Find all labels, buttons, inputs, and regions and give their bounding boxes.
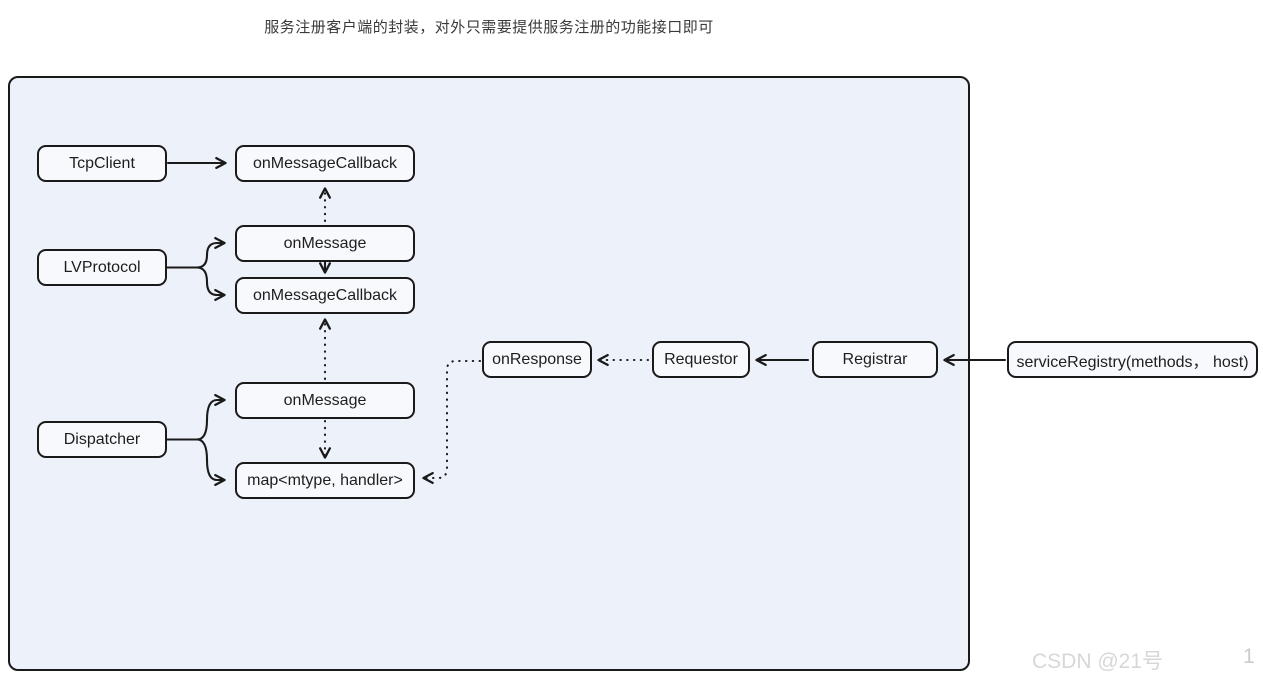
node-label: onMessageCallback (252, 154, 398, 172)
node-requestor: Requestor (652, 341, 750, 378)
node-label: onMessageCallback (252, 286, 398, 304)
node-label: map<mtype, handler> (247, 471, 403, 489)
node-label: onMessage (283, 234, 367, 252)
node-label: serviceRegistry(methods， host) (1016, 353, 1249, 371)
node-tcp-on-message-callback: onMessageCallback (235, 145, 415, 182)
node-lv-protocol: LVProtocol (37, 249, 167, 286)
node-dispatcher-on-message: onMessage (235, 382, 415, 419)
node-label: onMessage (283, 391, 367, 409)
node-dispatcher: Dispatcher (37, 421, 167, 458)
node-label: onResponse (492, 350, 582, 368)
node-label: TcpClient (69, 154, 135, 172)
node-label: Registrar (842, 350, 908, 368)
node-label: Requestor (664, 350, 738, 368)
node-dispatcher-map: map<mtype, handler> (235, 462, 415, 499)
node-label: Dispatcher (63, 430, 141, 448)
node-lv-on-message: onMessage (235, 225, 415, 262)
diagram-caption: 服务注册客户端的封装，对外只需要提供服务注册的功能接口即可 (264, 19, 714, 36)
node-on-response: onResponse (482, 341, 592, 378)
node-registrar: Registrar (812, 341, 938, 378)
node-lv-on-message-callback: onMessageCallback (235, 277, 415, 314)
node-label: LVProtocol (63, 258, 141, 276)
csdn-watermark: CSDN @21号 (1032, 650, 1164, 673)
node-service-registry: serviceRegistry(methods， host) (1007, 341, 1258, 378)
page-number: 1 (1243, 645, 1255, 668)
node-tcp-client: TcpClient (37, 145, 167, 182)
